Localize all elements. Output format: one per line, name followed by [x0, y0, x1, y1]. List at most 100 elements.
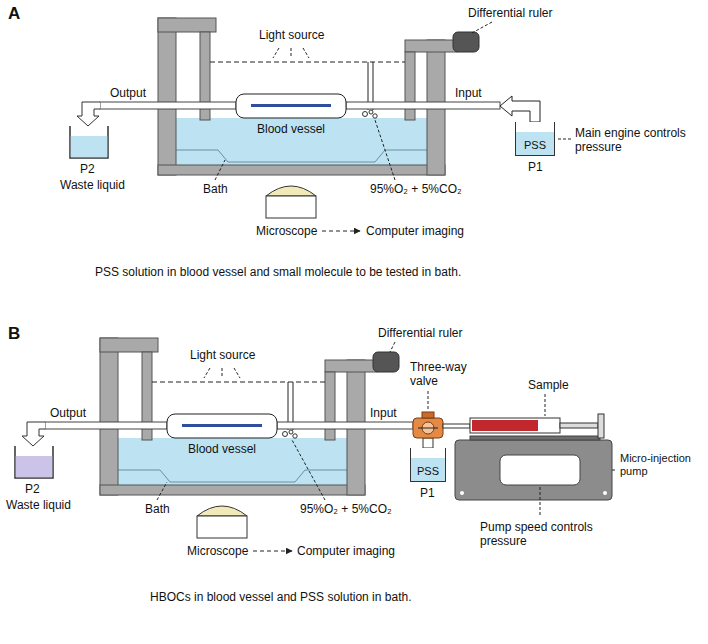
light-ray [303, 48, 309, 58]
part-label: P1 [420, 486, 435, 500]
frame-top-bar [158, 18, 216, 32]
outflow-tube [45, 422, 167, 429]
blood-vessel [182, 424, 262, 427]
vessel-chamber [167, 414, 277, 438]
gas-bubble [293, 434, 297, 438]
part-label: 95%O₂ + 5%CO₂ [300, 502, 392, 516]
pump-window [500, 455, 580, 485]
blood-vessel [251, 104, 331, 107]
valve-flow [418, 428, 438, 429]
micro-injection-pump [455, 440, 612, 500]
part-label: Bath [145, 502, 170, 516]
waste-bottle [70, 126, 108, 158]
gas-bubble [283, 432, 288, 437]
leader-line [540, 487, 541, 517]
gas-bubble [373, 114, 377, 118]
leader-line [157, 482, 167, 500]
part-label: P2 [25, 482, 40, 496]
outflow-arrow [77, 102, 100, 126]
part-label: Light source [190, 348, 255, 362]
outflow-tube [100, 102, 236, 109]
light-ray [204, 368, 210, 378]
pump-screw [603, 491, 607, 495]
part-label: Blood vessel [257, 122, 325, 136]
frame-inner-post [405, 52, 415, 120]
part-label: Waste liquid [6, 498, 71, 512]
syringe-plunger [560, 423, 598, 428]
input-arrow [500, 96, 540, 122]
note-label: Pump speed controls pressure [480, 520, 630, 549]
guide-line [152, 382, 325, 383]
part-label: P2 [80, 162, 95, 176]
part-label: Bath [203, 182, 228, 196]
inflow-tube [277, 422, 413, 429]
part-label: Blood vessel [188, 442, 256, 456]
part-label: Waste liquid [60, 178, 125, 192]
panel-letter: A [8, 4, 20, 24]
valve-pipe [423, 438, 433, 448]
waste-liquid [16, 456, 53, 477]
light-ray [291, 48, 292, 58]
part-label: 95%O₂ + 5%CO₂ [370, 182, 462, 196]
panel-caption: HBOCs in blood vessel and PSS solution i… [150, 590, 411, 604]
light-ray [234, 368, 240, 378]
leader-line [545, 394, 546, 416]
imaging-arrow [253, 551, 292, 552]
waste-liquid [71, 136, 108, 157]
bath-floor [118, 470, 347, 482]
light-ray [222, 368, 223, 378]
three-way-valve [413, 418, 443, 438]
panel-caption: PSS solution in blood vessel and small m… [95, 265, 461, 279]
frame-left-wall [158, 18, 176, 175]
waste-bottle [15, 446, 53, 478]
part-label: Light source [259, 28, 324, 42]
leader-line [215, 160, 225, 180]
part-label: Differential ruler [468, 6, 552, 20]
syringe-tip [443, 424, 470, 428]
frame-top-bar [100, 338, 158, 352]
leader-line [375, 120, 395, 180]
part-label: Computer imaging [297, 544, 395, 558]
outflow-arrow [22, 422, 45, 446]
frame-right-bar [405, 40, 457, 52]
plunger-handle [598, 414, 604, 438]
microscope-lens [197, 506, 247, 516]
part-label: Input [455, 86, 482, 100]
leader-line [292, 440, 325, 500]
bath-floor [176, 150, 427, 162]
vessel-chamber [236, 94, 346, 118]
part-label: Microscope [256, 224, 317, 238]
microscope-body [197, 516, 247, 538]
part-label: Input [370, 406, 397, 420]
part-label: Differential ruler [378, 326, 462, 340]
bath-liquid [176, 150, 427, 165]
part-label: P1 [528, 160, 543, 174]
leader-line [472, 22, 492, 33]
guide-line [210, 62, 405, 63]
part-label: Sample [528, 378, 569, 392]
part-label: Microscope [187, 544, 248, 558]
microscope-body [266, 196, 316, 218]
microscope-lens [266, 186, 316, 196]
light-ray [273, 48, 279, 58]
part-label: Output [110, 86, 146, 100]
frame-inner-post [325, 372, 335, 440]
differential-ruler-knob [373, 352, 399, 372]
leader-line [612, 470, 617, 471]
leader-line [390, 342, 395, 352]
pump-rail [470, 436, 600, 440]
frame-right-bar [325, 360, 377, 372]
part-label: Computer imaging [366, 224, 464, 238]
frame-left-wall [100, 338, 118, 495]
gas-bubble [363, 112, 368, 117]
gas-bubble [289, 430, 293, 434]
differential-ruler-knob [453, 32, 479, 52]
inflow-tube [346, 102, 500, 109]
reservoir-bottle: PSS [515, 122, 555, 156]
sample-fill [472, 420, 538, 431]
part-label: Micro-injection pump [620, 452, 704, 478]
leader-line [558, 139, 571, 140]
note-label: Main engine controls pressure [575, 126, 699, 155]
panel-letter: B [8, 324, 20, 344]
